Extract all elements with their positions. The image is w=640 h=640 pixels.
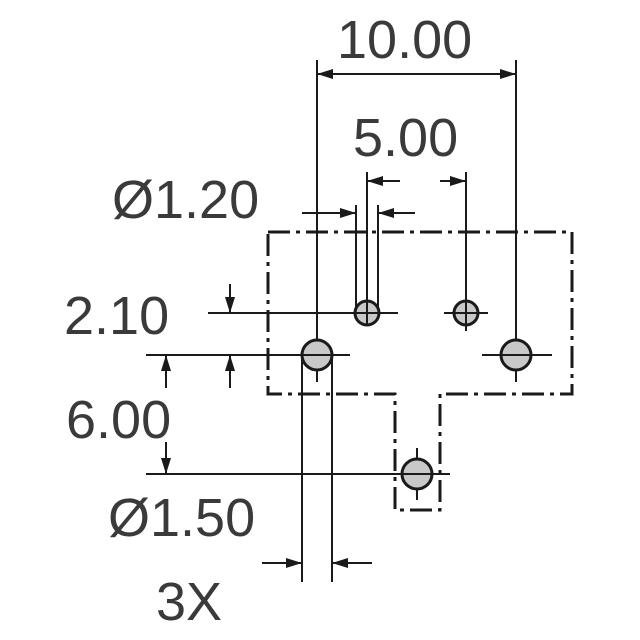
arrow-dia-large-right bbox=[332, 558, 348, 568]
hole-small-right bbox=[452, 299, 480, 327]
dim-label-dia-small: Ø1.20 bbox=[112, 170, 259, 230]
dim-label-210: 2.10 bbox=[64, 286, 169, 346]
hole-small-left bbox=[353, 299, 381, 327]
hole-large-left bbox=[300, 338, 334, 372]
arrow-dia-small-left bbox=[340, 208, 356, 218]
arrow-600-bottom bbox=[161, 458, 171, 474]
dim-label-count: 3X bbox=[156, 572, 222, 632]
arrow-5-right bbox=[450, 176, 466, 186]
dim-label-600: 6.00 bbox=[66, 390, 171, 450]
arrow-dia-large-left bbox=[286, 558, 302, 568]
dim-label-5: 5.00 bbox=[353, 108, 458, 168]
arrow-210-bottom bbox=[225, 355, 235, 371]
arrow-dia-small-right bbox=[378, 208, 394, 218]
dim-label-dia-large: Ø1.50 bbox=[108, 488, 255, 548]
hole-large-right bbox=[499, 338, 533, 372]
arrow-600-top bbox=[161, 355, 171, 371]
arrow-5-left bbox=[367, 176, 383, 186]
dim-label-10: 10.00 bbox=[337, 10, 472, 70]
arrow-10-left bbox=[317, 69, 333, 79]
arrow-10-right bbox=[500, 69, 516, 79]
hole-large-bottom bbox=[400, 457, 434, 491]
component-outline bbox=[266, 230, 574, 512]
arrow-210-top bbox=[225, 297, 235, 313]
